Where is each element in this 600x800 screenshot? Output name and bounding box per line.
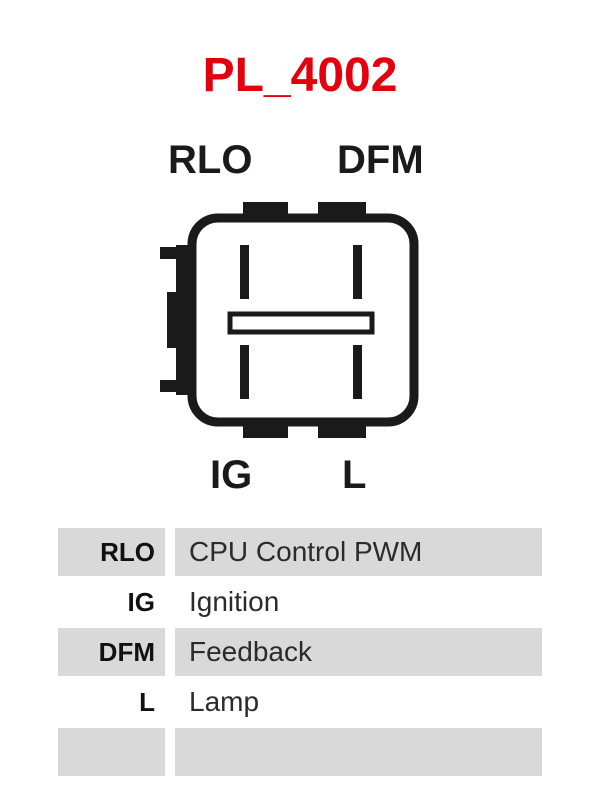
table-row: DFM Feedback	[58, 628, 542, 676]
pin-code	[58, 728, 165, 776]
pin-description: Lamp	[175, 678, 542, 726]
table-row: L Lamp	[58, 678, 542, 726]
pin-description: Feedback	[175, 628, 542, 676]
connector-center-keying-bar	[227, 311, 375, 335]
pin-description	[175, 728, 542, 776]
table-row: IG Ignition	[58, 578, 542, 626]
pin-code: L	[58, 678, 165, 726]
pin-description: CPU Control PWM	[175, 528, 542, 576]
pin-function-table: RLO CPU Control PWM IG Ignition DFM Feed…	[58, 528, 542, 778]
page-title: PL_4002	[202, 49, 398, 102]
pin-code: DFM	[58, 628, 165, 676]
connector-latch-block	[167, 292, 189, 348]
pin-code: RLO	[58, 528, 165, 576]
connector-latch-arm-upper	[160, 247, 188, 259]
connector-callout-dfm: DFM	[337, 138, 424, 182]
table-row-empty	[58, 728, 542, 776]
connector-callout-l: L	[342, 453, 367, 497]
connector-pin-slot-rlo	[240, 245, 249, 299]
connector-diagram	[140, 190, 440, 450]
connector-pin-slot-dfm	[353, 245, 362, 299]
pin-code: IG	[58, 578, 165, 626]
pin-description: Ignition	[175, 578, 542, 626]
connector-latch-arm-lower	[160, 380, 188, 392]
connector-pin-slot-ig	[240, 345, 249, 399]
connector-pin-slot-l	[353, 345, 362, 399]
connector-callout-rlo: RLO	[168, 138, 253, 182]
table-row: RLO CPU Control PWM	[58, 528, 542, 576]
connector-callout-ig: IG	[210, 453, 253, 497]
